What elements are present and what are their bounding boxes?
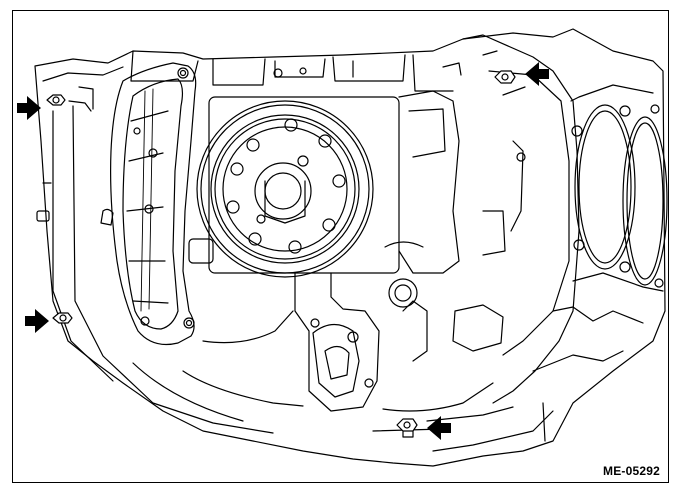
arrow-bolt-bottom <box>427 416 451 440</box>
bolt-top-left <box>46 94 66 106</box>
front-cover-plate <box>110 62 197 346</box>
figure-code: ME-05292 <box>603 464 660 478</box>
cylinder-bank <box>462 34 668 404</box>
arrow-bolt-top-left <box>17 96 41 120</box>
arrow-bolt-top-right <box>525 62 549 86</box>
block-outline <box>34 28 666 467</box>
figure-frame: ME-05292 <box>12 10 669 483</box>
engine-block-drawing <box>17 28 668 467</box>
flywheel <box>196 96 400 278</box>
bolt-bottom <box>396 418 418 438</box>
bolt-mid-left <box>52 312 73 324</box>
arrow-bolt-mid-left <box>25 309 49 333</box>
bolt-top-right <box>494 70 516 84</box>
